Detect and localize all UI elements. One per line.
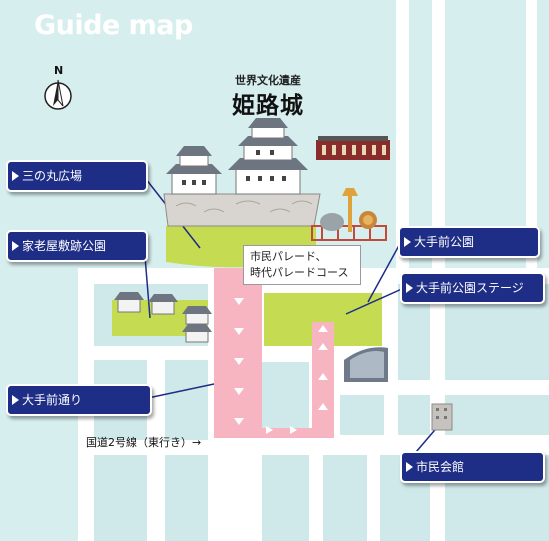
map-title: Guide map xyxy=(34,10,193,41)
city-block xyxy=(262,362,309,428)
callout-label: 大手前公園 xyxy=(414,235,475,249)
parade-route-label: 市民パレード、 時代パレードコース xyxy=(243,245,361,285)
city-block xyxy=(445,395,549,435)
road-vertical-1 xyxy=(396,0,409,268)
parade-arrows xyxy=(234,298,328,434)
callout-shimin-kaikan[interactable]: 市民会館 xyxy=(400,451,545,483)
callout-sannomaru[interactable]: 三の丸広場 xyxy=(6,160,148,192)
callout-label: 大手前公園ステージ xyxy=(416,281,524,295)
parade-route xyxy=(214,268,334,438)
route2-label: 国道2号線（東行き）→ xyxy=(86,436,202,449)
callout-label: 大手前通り xyxy=(22,393,83,407)
castle-subtitle: 世界文化遺産 xyxy=(235,74,301,87)
callout-label: 家老屋敷跡公園 xyxy=(22,239,107,253)
city-block xyxy=(94,455,147,541)
civic-hall-icon xyxy=(431,403,453,431)
zoo-animals-icon xyxy=(311,188,387,241)
stage-icon xyxy=(344,347,388,382)
city-block xyxy=(165,455,208,541)
callout-otemae-stage[interactable]: 大手前公園ステージ xyxy=(400,272,545,304)
parade-label-line1: 市民パレード、 xyxy=(250,250,327,263)
callout-otemae-dori[interactable]: 大手前通り xyxy=(6,384,152,416)
callout-label: 三の丸広場 xyxy=(22,169,83,183)
callout-otemae-park[interactable]: 大手前公園 xyxy=(398,226,540,258)
city-block xyxy=(340,395,384,435)
road-vertical-3 xyxy=(526,0,537,268)
callout-karoyashiki[interactable]: 家老屋敷跡公園 xyxy=(6,230,148,262)
city-block xyxy=(165,360,208,440)
city-block xyxy=(398,395,430,435)
compass-icon xyxy=(44,79,72,110)
parade-label-line2: 時代パレードコース xyxy=(250,266,349,279)
old-houses-icon xyxy=(114,292,212,343)
castle-name: 姫路城 xyxy=(232,93,304,119)
himeji-castle-icon xyxy=(163,118,321,227)
city-block xyxy=(262,455,309,541)
city-block xyxy=(323,455,367,541)
compass-label: N xyxy=(54,64,64,77)
callout-label: 市民会館 xyxy=(416,460,465,474)
road-vertical-2 xyxy=(432,0,445,268)
museum-building-icon xyxy=(316,136,390,160)
